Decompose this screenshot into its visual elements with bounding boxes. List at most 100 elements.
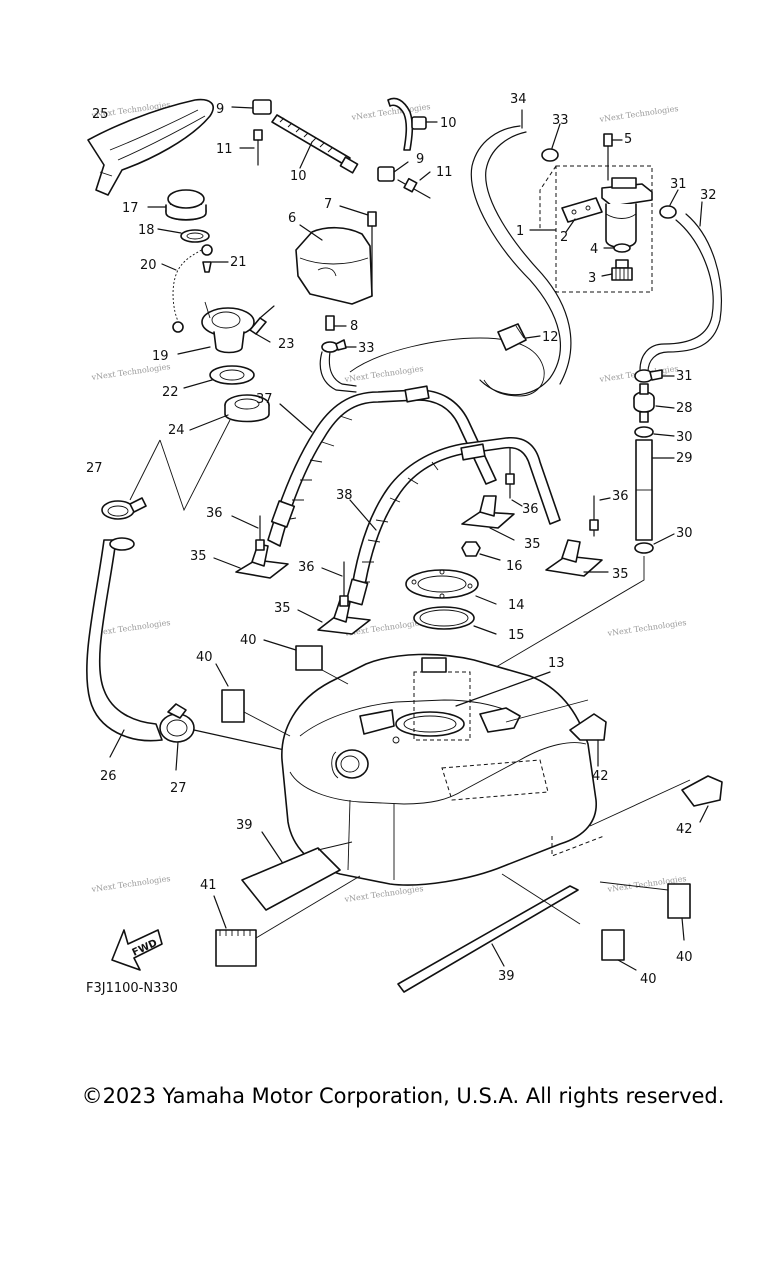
callout-label: 4 [590, 242, 598, 257]
part-31-clamp-top [659, 189, 679, 219]
callout-label: 40 [640, 972, 657, 987]
callout-label: 15 [508, 628, 525, 643]
part-36-bolt-mid [321, 561, 349, 607]
part-18-cap-gasket [157, 228, 210, 243]
part-35-strap-bracket-right [545, 539, 609, 577]
callout-label: 3 [588, 271, 596, 286]
part-39-mat-left [241, 831, 353, 911]
part-9-clip-left [231, 99, 272, 115]
part-10-cable-tie-left [271, 114, 359, 174]
part-9-clip-right [377, 161, 409, 182]
part-23-screw [249, 305, 275, 343]
copyright-notice: ©2023 Yamaha Motor Corporation, U.S.A. A… [81, 1084, 725, 1108]
callout-label: 40 [240, 633, 257, 648]
part-28-check-valve [633, 383, 675, 423]
part-11-rivet-right [397, 171, 431, 199]
part-36-bolt-right [589, 495, 611, 537]
part-2-filter-bracket [561, 197, 603, 233]
part-19-filler-neck [177, 301, 255, 355]
callout-label: 35 [524, 537, 541, 552]
callout-label: 39 [236, 818, 253, 833]
part-15-gasket [413, 606, 497, 635]
part-14-pump-flange-plate [405, 569, 497, 605]
part-41-pad [213, 875, 361, 967]
part-16-nut [461, 541, 501, 561]
callout-label: 22 [162, 385, 179, 400]
part-5-bolt [603, 133, 623, 181]
part-37-tank-strap [267, 385, 497, 547]
callout-label: 11 [436, 165, 453, 180]
watermark: vNext Technologies [606, 618, 687, 638]
part-31-clamp-bottom [634, 369, 675, 383]
callout-label: 24 [168, 423, 185, 438]
part-36-bolt-center [505, 447, 523, 507]
callout-label: 19 [152, 349, 169, 364]
watermark: vNext Technologies [90, 362, 171, 382]
watermark: vNext Technologies [343, 364, 424, 384]
callout-label: 7 [324, 197, 332, 212]
fwd-arrow-icon: FWD [111, 929, 163, 971]
part-22-neck-gasket [183, 365, 255, 389]
part-42-pad-upper [505, 699, 607, 767]
callout-label: 42 [676, 822, 693, 837]
part-35-strap-bracket-mid [297, 599, 371, 635]
callout-label: 35 [274, 601, 291, 616]
watermark: vNext Technologies [343, 884, 424, 904]
part-30-clamp-top [634, 426, 675, 438]
filter-body [601, 177, 653, 249]
fuel-tank-parts-diagram: vNext Technologies vNext Technologies vN… [86, 92, 723, 996]
part-12-clip [497, 323, 541, 351]
part-30-clamp-bottom [439, 533, 675, 701]
callout-label: 34 [510, 92, 527, 107]
callout-label: 36 [298, 560, 315, 575]
part-7-bolt [339, 205, 377, 297]
part-33-clamp-right [541, 123, 561, 162]
callout-label: 39 [498, 969, 515, 984]
callout-label: 35 [612, 567, 629, 582]
callout-label: 33 [358, 341, 375, 356]
part-40-pad-left [215, 663, 291, 737]
callout-label: 30 [676, 430, 693, 445]
callout-label: 11 [216, 142, 233, 157]
watermark: vNext Technologies [90, 874, 171, 894]
part-32-outlet-hose [639, 201, 722, 373]
callout-label: 31 [670, 177, 687, 192]
callout-label: 27 [86, 461, 103, 476]
callout-label: 33 [552, 113, 569, 128]
part-40-pad-top [263, 639, 349, 685]
part-8-rivet [325, 315, 347, 331]
callout-label: 12 [542, 330, 559, 345]
part-35-strap-bracket-center [461, 495, 515, 541]
part-3-drain-plug [601, 259, 633, 281]
part-33-clamp-left [321, 339, 357, 353]
callout-labels: 25 9 10 11 10 9 11 17 18 20 21 19 22 24 … [86, 92, 717, 987]
part-40-pad-right [599, 881, 691, 941]
part-24-neck-nut [189, 394, 270, 431]
callout-label: 40 [196, 650, 213, 665]
callout-label: 42 [592, 769, 609, 784]
callout-label: 40 [676, 950, 693, 965]
part-4-o-ring [603, 243, 631, 253]
part-11-rivet-left [239, 129, 263, 166]
callout-label: 30 [676, 526, 693, 541]
part-25-cover [87, 98, 214, 196]
callout-label: 21 [230, 255, 247, 270]
callout-label: 35 [190, 549, 207, 564]
callout-label: 2 [560, 230, 568, 245]
callout-label: 28 [676, 401, 693, 416]
neck-leader-lines [129, 419, 231, 512]
part-1-fuel-filter-assembly [529, 165, 653, 293]
part-36-bolt-left [231, 515, 265, 551]
callout-label: 36 [206, 506, 223, 521]
callout-label: 9 [216, 102, 224, 117]
callout-label: 36 [522, 502, 539, 517]
callout-label: 10 [290, 169, 307, 184]
callout-label: 31 [676, 369, 693, 384]
callout-label: 41 [200, 878, 217, 893]
callout-label: 14 [508, 598, 525, 613]
callout-label: 20 [140, 258, 157, 273]
callout-label: 8 [350, 319, 358, 334]
callout-label: 17 [122, 201, 139, 216]
part-27-hose-clamp-top [101, 497, 147, 520]
callout-label: 27 [170, 781, 187, 796]
